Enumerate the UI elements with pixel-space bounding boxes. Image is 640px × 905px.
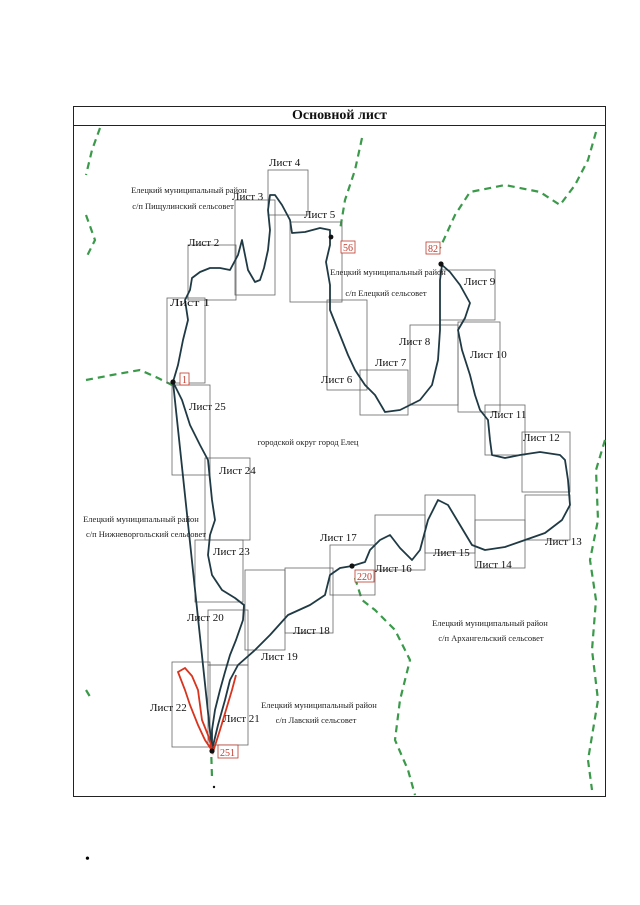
grid-cell [359, 369, 409, 416]
sheet-label-6: Лист 6 [321, 374, 353, 386]
sheet-label-14: Лист 14 [475, 559, 512, 571]
map-title: Основной лист [73, 106, 606, 126]
grid-cell [424, 494, 476, 554]
sheet-label-22: Лист 22 [150, 702, 187, 714]
point-dots [170, 234, 444, 789]
sheet-label-18: Лист 18 [293, 625, 330, 637]
grid-cell [329, 544, 376, 596]
sheet-label-5: Лист 5 [304, 209, 336, 221]
sheet-label-13: Лист 13 [545, 536, 582, 548]
grid-cell [284, 567, 334, 634]
boundary-nw [84, 127, 102, 176]
sheet-label-12: Лист 12 [523, 432, 560, 444]
region-nizhnevorgolsky-line2: с/п Нижневоргольский сельсовет [86, 529, 206, 539]
marker-56: 56 [343, 243, 353, 254]
point-dot [209, 748, 215, 754]
sheet-label-17: Лист 17 [320, 532, 357, 544]
grid-cell [187, 244, 237, 301]
sheet-label-16: Лист 16 [375, 563, 412, 575]
red-route [176, 666, 237, 756]
point-dot [328, 234, 334, 240]
sheet-label-2: Лист 2 [188, 237, 219, 249]
region-arkhangelsky-line2: с/п Архангельский сельсовет [438, 633, 544, 643]
region-arkhangelsky-line1: Елецкий муниципальный район [432, 618, 548, 628]
sheet-label-9: Лист 9 [464, 276, 496, 288]
marker-220: 220 [357, 572, 372, 583]
point-dot [212, 785, 216, 789]
city-boundary [172, 194, 571, 751]
sheet-label-7: Лист 7 [375, 357, 407, 369]
point-dot [349, 563, 355, 569]
sheet-label-15: Лист 15 [433, 547, 470, 559]
boundary-ne [438, 131, 598, 249]
grid-cell [524, 494, 571, 541]
grid-cell [326, 299, 368, 391]
grid-cell [234, 199, 276, 296]
marker-251: 251 [220, 748, 235, 759]
list-bullet: • [85, 852, 90, 867]
marker-1: 1 [182, 375, 187, 386]
region-lavsky-line2: с/п Лавский сельсовет [276, 715, 357, 725]
grid-cell [244, 569, 286, 651]
sheet-label-8: Лист 8 [399, 336, 431, 348]
region-eletsky-line1: Елецкий муниципальный район [330, 267, 446, 277]
region-city: городской округ город Елец [258, 437, 359, 447]
region-pishulino-line2: с/п Пищулинский сельсовет [132, 201, 234, 211]
point-dot [170, 379, 176, 385]
grid-cell [204, 457, 251, 541]
point-dot [438, 261, 444, 267]
sheet-label-23: Лист 23 [213, 546, 250, 558]
settlement-boundaries [84, 127, 607, 796]
grid-cell [457, 321, 501, 413]
region-eletsky-line2: с/п Елецкий сельсовет [345, 288, 426, 298]
boundary-west-green [85, 368, 173, 386]
region-nizhnevorgolsky-line1: Елецкий муниципальный район [83, 514, 199, 524]
grid-cell [171, 661, 211, 748]
boundary-north [338, 137, 364, 231]
sheet-label-24: Лист 24 [219, 465, 256, 477]
sheet-label-11: Лист 11 [490, 409, 526, 421]
grid-cell [289, 221, 343, 303]
sheet-label-19: Лист 19 [261, 651, 298, 663]
grid-cell [374, 514, 426, 571]
sheet-label-21: Лист 21 [223, 713, 260, 725]
region-lavsky-line1: Елецкий муниципальный район [261, 700, 377, 710]
grid-cell [484, 404, 526, 456]
region-pishulino-line1: Елецкий муниципальный район [131, 185, 247, 195]
marker-82: 82 [428, 244, 438, 255]
grid-cell [521, 431, 571, 493]
sheet-label-1: Лист 1 [170, 297, 210, 309]
boundary-w [84, 214, 97, 259]
sheet-grid [166, 169, 571, 748]
sheet-label-25: Лист 25 [189, 401, 226, 413]
sheet-label-3: Лист 3 [232, 191, 264, 203]
boundary-sw [85, 689, 93, 701]
grid-cell [171, 384, 211, 476]
boundary-se [353, 577, 417, 796]
sheet-label-10: Лист 10 [470, 349, 507, 361]
grid-cell [267, 169, 309, 216]
boundary-e [586, 439, 607, 791]
sheet-label-20: Лист 20 [187, 612, 224, 624]
sheet-label-4: Лист 4 [269, 157, 301, 169]
